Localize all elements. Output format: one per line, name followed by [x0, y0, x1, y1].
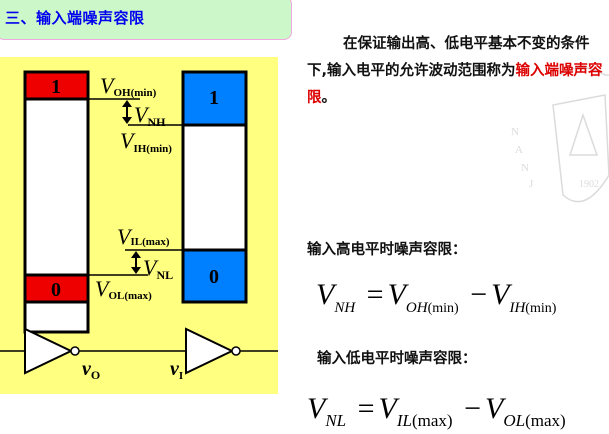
low-noise-margin-formula: VNL =VIL(max) −VOL(max) — [307, 392, 566, 430]
description-end: 。 — [321, 90, 337, 106]
section-title-box: 三、输入端噪声容限 — [0, 0, 292, 40]
svg-text:N: N — [511, 126, 519, 138]
input-low-label: 0 — [209, 266, 219, 288]
vil-label: VIL(max) — [117, 224, 170, 249]
output-inverter-gate — [24, 327, 80, 375]
vo-label: vO — [82, 358, 100, 382]
vih-label: VIH(min) — [120, 128, 172, 155]
low-noise-margin-label: 输入低电平时噪声容限： — [317, 351, 477, 367]
high-noise-margin-formula: VNH =VOH(min) −VIH(min) — [316, 278, 557, 316]
vnh-arrow — [122, 100, 132, 124]
input-high-label: 1 — [209, 87, 219, 109]
svg-text:A: A — [515, 144, 523, 156]
svg-text:N: N — [521, 162, 529, 174]
vol-label: VOL(max) — [95, 276, 152, 302]
noise-margin-diagram: 1 0 1 0 VOH(min) VNH — [0, 57, 278, 394]
vnl-arrow — [131, 251, 141, 274]
description-text: 在保证输出高、低电平基本不变的条件下,输入电平的允许波动范围称为 — [307, 36, 590, 79]
input-inverter-gate — [185, 327, 241, 375]
voltage-level-diagram: 1 0 1 0 VOH(min) VNH — [0, 70, 278, 382]
svg-text:1902: 1902 — [579, 179, 599, 190]
output-level-bar: 1 0 — [23, 70, 90, 334]
description-paragraph: 在保证输出高、低电平基本不变的条件下,输入电平的允许波动范围称为输入端噪声容限。 — [307, 31, 607, 112]
input-level-bar: 1 0 — [181, 70, 248, 304]
description-highlight: 输入端噪声容限 — [307, 63, 603, 106]
output-low-label: 0 — [51, 279, 61, 301]
voh-label: VOH(min) — [100, 73, 157, 99]
section-title: 三、输入端噪声容限 — [5, 9, 145, 27]
vnh-label: VNH — [134, 102, 166, 129]
output-high-label: 1 — [51, 76, 61, 98]
high-noise-margin-label: 输入高电平时噪声容限： — [307, 242, 467, 258]
vnl-label: VNL — [143, 255, 173, 282]
svg-text:J: J — [529, 178, 534, 190]
vi-label: vI — [170, 358, 183, 382]
